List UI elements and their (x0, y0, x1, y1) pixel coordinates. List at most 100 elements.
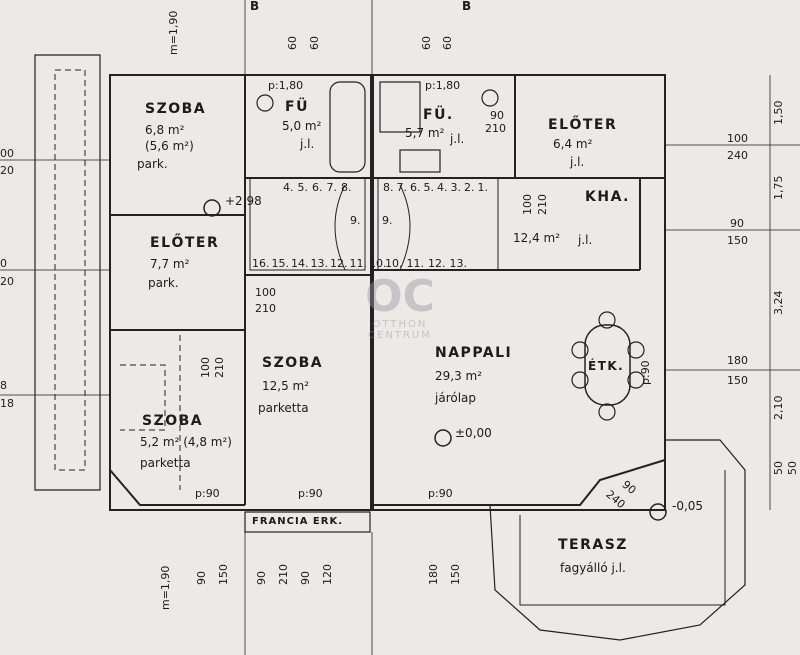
bottom-dim: 210 (277, 564, 290, 585)
stair-left-bottom: 16. 15. 14. 13. 12. 11. 10. (252, 258, 387, 269)
dining-table (584, 324, 631, 406)
left-dim: 20 (0, 164, 14, 177)
top-dim: 60 (420, 36, 433, 50)
right-dim-a: 90 (730, 217, 744, 230)
stair-step: 10. (385, 257, 403, 270)
stair-step: 1. (477, 181, 489, 194)
room-nappali-floor: járólap (435, 391, 477, 405)
bottom-dim: 90 (195, 571, 208, 585)
terrace-outline (489, 439, 746, 641)
left-dim: 0 (0, 257, 7, 270)
sink (399, 149, 441, 173)
parapet-180-left: p:1,80 (268, 79, 304, 92)
parapet-90-3: p:90 (428, 487, 453, 500)
room-nappali-area: 29,3 m² (435, 369, 483, 383)
toilet (256, 94, 274, 112)
bottom-dim: 90 (255, 571, 268, 585)
chair (627, 341, 645, 359)
watermark-line-1: OTTHON (372, 319, 428, 330)
stair-step: 2. (464, 181, 475, 194)
room-eloter-1-name: ELŐTER (150, 235, 220, 251)
stair-step: 11. (349, 257, 368, 270)
side-dim: 50 (772, 461, 785, 475)
stair-step: 12. (330, 257, 348, 270)
bay-left (109, 469, 245, 506)
bay-right (372, 459, 666, 506)
level-upper: +2,98 (225, 194, 262, 208)
stair-step: 6. (312, 181, 323, 194)
french-balcony-label: FRANCIA ERK. (252, 516, 343, 527)
door-dim-100b: 100 (521, 194, 534, 215)
side-dim: 3,24 (772, 290, 785, 316)
top-dim: 60 (286, 36, 299, 50)
stair-step: 10. (369, 257, 387, 270)
stair-step: 8. (341, 181, 352, 194)
room-szoba-3-name: SZOBA (262, 355, 324, 371)
stair-step: 5. (423, 181, 435, 194)
room-kha-floor: j.l. (578, 233, 593, 247)
letter-b-left: B (250, 0, 260, 13)
room-szoba-1-name: SZOBA (145, 101, 207, 117)
parapet-90-4: p:90 (639, 360, 652, 385)
stair-step: 15. (271, 257, 290, 270)
side-dim: 1,75 (772, 175, 785, 201)
room-eloter-2-floor: j.l. (570, 155, 585, 169)
level-marker (649, 503, 667, 521)
right-dim-a: 180 (727, 354, 748, 367)
room-kha-area: 12,4 m² (513, 231, 561, 245)
chair (571, 341, 589, 359)
stair-step: 5. (297, 181, 309, 194)
room-szoba-2-area: 5,2 m² (4,8 m²) (140, 435, 232, 449)
dashed-line (120, 364, 166, 431)
door-dim-210: 210 (255, 302, 276, 315)
stair-step: 7. (396, 181, 408, 194)
left-strip (34, 54, 101, 491)
shower (379, 81, 421, 133)
stair-step: 8. (383, 181, 394, 194)
room-fu-1-area: 5,0 m² (282, 119, 322, 133)
stair-step: 4. (437, 181, 448, 194)
room-eloter-1-floor: park. (148, 276, 179, 290)
door-dim-210b: 210 (485, 122, 506, 135)
top-dim: 60 (441, 36, 454, 50)
stair-step: 14. (291, 257, 309, 270)
right-dim-b: 150 (727, 374, 748, 387)
left-dim: 8 (0, 379, 7, 392)
room-fu-2-name: FÜ. (423, 107, 454, 123)
chair (571, 371, 589, 389)
stair-right-top: 8. 7. 6. 5. 4. 3. 2. 1. (383, 182, 488, 193)
room-fu-2-area: 5,7 m² (405, 126, 445, 140)
left-dim: 20 (0, 275, 14, 288)
room-terasz-floor: fagyálló j.l. (560, 561, 626, 575)
french-balcony (244, 511, 371, 533)
outer-wall (109, 74, 666, 511)
room-kha-name: KHA. (585, 189, 630, 205)
stair-step: 3. (450, 181, 462, 194)
watermark-line-2: CENTRUM (368, 330, 432, 341)
stair-step: 12. (428, 257, 446, 270)
stair-step: 11. (406, 257, 425, 270)
stair-right-mid: 9. (382, 214, 393, 227)
side-dim: 2,10 (772, 395, 785, 421)
chair (627, 371, 645, 389)
room-nappali-name: NAPPALI (435, 345, 513, 361)
chair (598, 311, 616, 329)
parapet-180-right: p:1,80 (425, 79, 461, 92)
room-szoba-3-area: 12,5 m² (262, 379, 310, 393)
stair-curve-left (334, 184, 346, 271)
side-dim: 50 (786, 461, 799, 475)
stair-step: 13. (449, 257, 468, 270)
left-dim: 00 (0, 147, 14, 160)
bottom-dim: 90 (299, 571, 312, 585)
stair-step: 4. (283, 181, 294, 194)
level-terrace: -0,05 (672, 499, 704, 513)
terrace-inner (519, 470, 726, 606)
stair-left (249, 177, 366, 271)
mark-m-bottom: m=1,90 (159, 565, 172, 610)
level-marker (434, 429, 452, 447)
door-dim-100c: 100 (199, 357, 212, 378)
stair-step: 7. (326, 181, 338, 194)
room-etk-name: ÉTK. (588, 359, 625, 373)
toilet (481, 89, 499, 107)
